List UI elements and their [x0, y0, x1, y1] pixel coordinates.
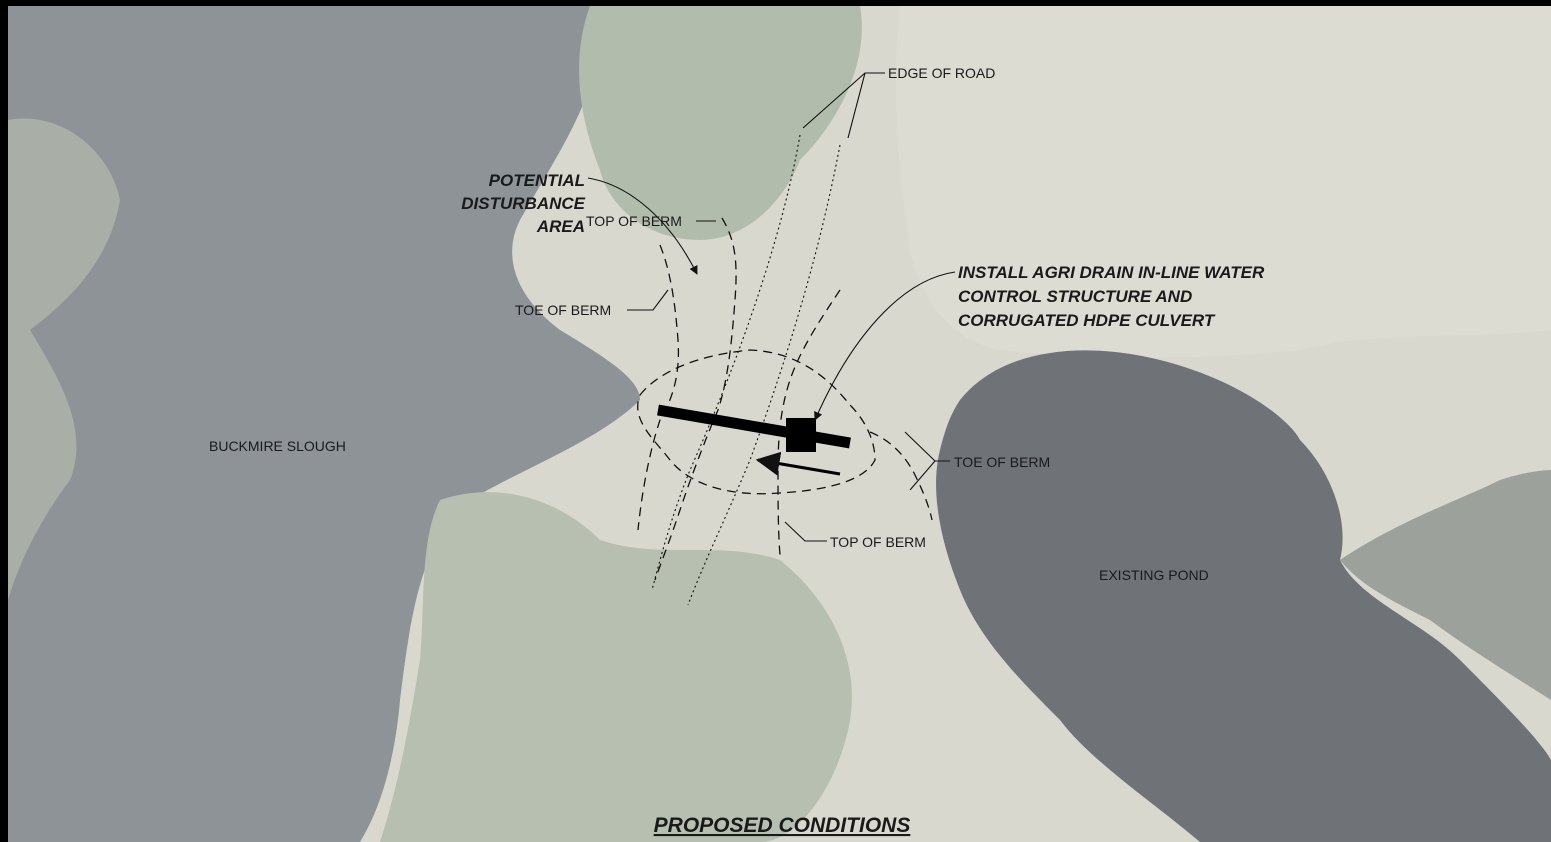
toe-of-berm-right-leader [904, 431, 950, 491]
north-tree-canopy [579, 6, 862, 240]
potential-disturbance-leader [587, 177, 698, 275]
flow-direction-arrow [755, 451, 841, 476]
toe-of-berm-east-line-north [777, 289, 841, 556]
toe-of-berm-left-leader [627, 289, 669, 311]
buckmire-slough-water [8, 6, 640, 842]
south-tree-canopy [380, 492, 852, 842]
top-of-berm-west-line [654, 217, 737, 581]
edge-of-road-label: EDGE OF ROAD [888, 65, 995, 81]
toe-of-berm-left-label: TOE OF BERM [515, 302, 611, 318]
top-of-berm-left-label: TOP OF BERM [586, 213, 682, 229]
install-structure-leader [814, 271, 956, 421]
potential-disturbance-label-line2: DISTURBANCE [461, 194, 585, 213]
edge-of-road-leader [802, 72, 885, 139]
toe-of-berm-east-line-south [869, 431, 933, 521]
install-label-line2: CONTROL STRUCTURE AND [958, 287, 1192, 306]
install-label-line3: CORRUGATED HDPE CULVERT [958, 311, 1216, 330]
west-shore-vegetation [8, 118, 120, 600]
existing-pond-label: EXISTING POND [1099, 567, 1209, 583]
potential-disturbance-label-line3: AREA [536, 217, 585, 236]
sheet-title: PROPOSED CONDITIONS [654, 814, 911, 837]
edge-of-road-west-line [651, 134, 801, 591]
potential-disturbance-area-boundary [637, 349, 876, 495]
potential-disturbance-label-line1: POTENTIAL [489, 171, 585, 190]
install-label-line1: INSTALL AGRI DRAIN IN-LINE WATER [958, 263, 1265, 282]
existing-pond-water [936, 350, 1551, 842]
water-control-structure [786, 418, 816, 452]
linework [587, 72, 956, 606]
east-field [895, 6, 1551, 358]
aerial-background [8, 6, 1551, 842]
top-of-berm-bottom-leader [784, 521, 827, 542]
toe-of-berm-west-line [637, 244, 680, 531]
top-of-berm-bottom-label: TOP OF BERM [830, 534, 926, 550]
buckmire-slough-label: BUCKMIRE SLOUGH [209, 438, 346, 454]
east-tree-edge [1340, 470, 1551, 700]
map-labels: EDGE OF ROAD POTENTIAL DISTURBANCE AREA … [209, 65, 1265, 837]
toe-of-berm-right-label: TOE OF BERM [954, 454, 1050, 470]
hdpe-culvert [657, 404, 851, 449]
